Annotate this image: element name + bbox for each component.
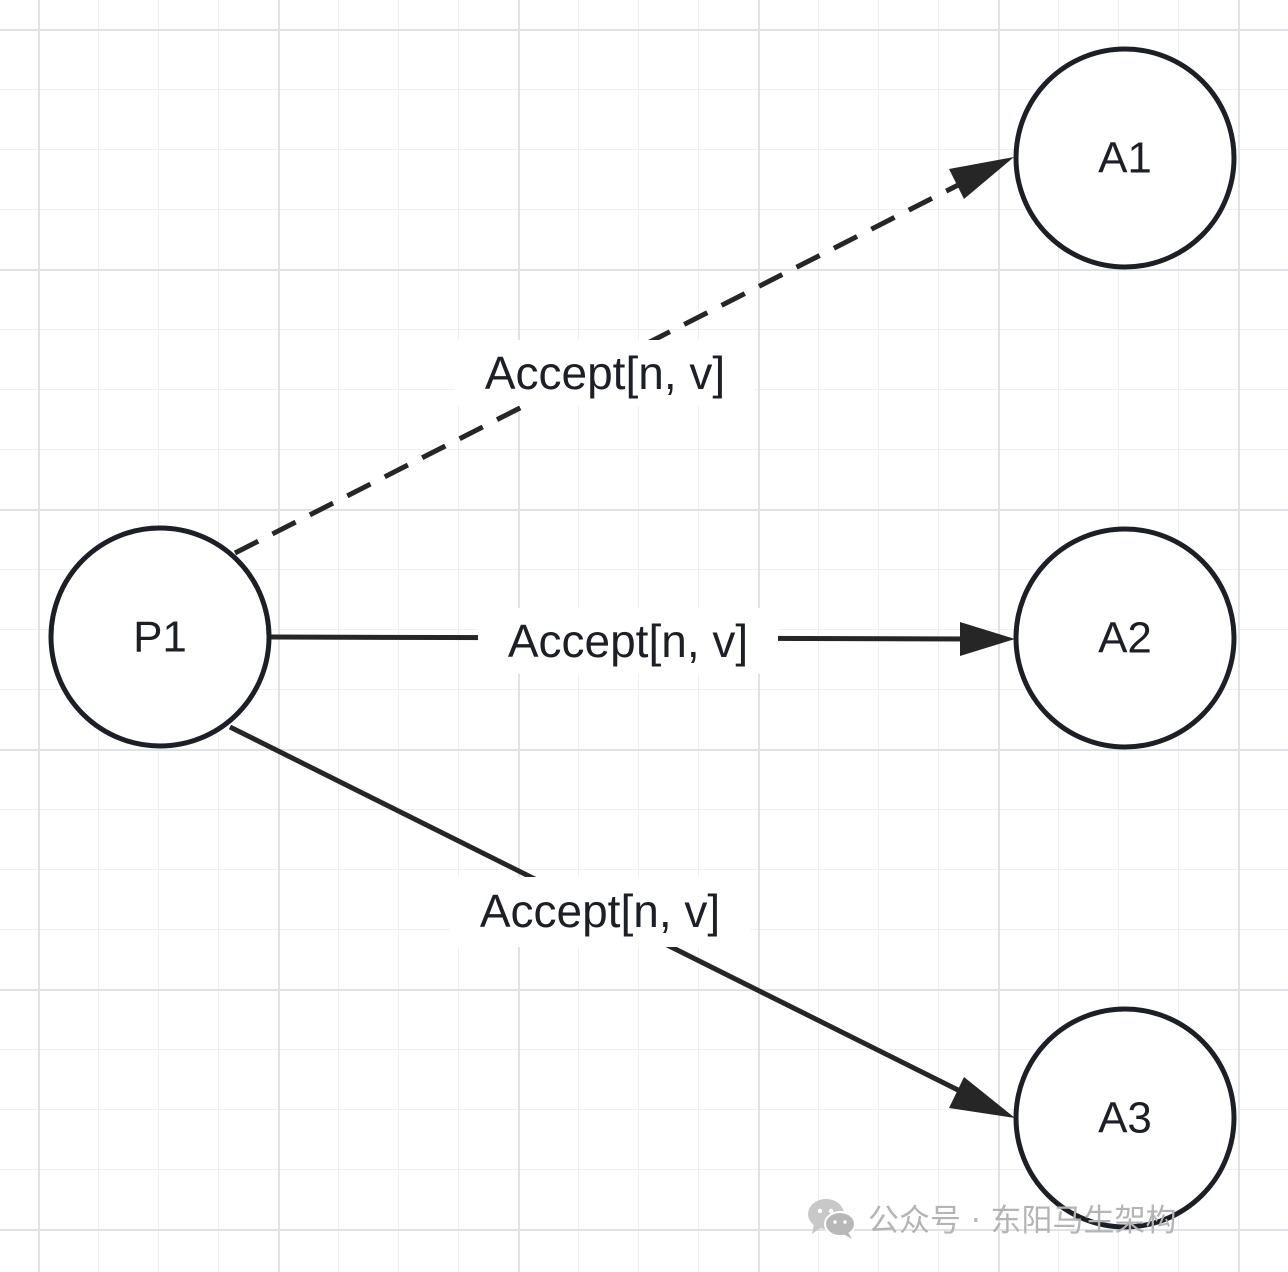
node-a1[interactable]: A1 [1013, 46, 1237, 270]
edge-p1-a1 [233, 157, 1014, 556]
node-p1[interactable]: P1 [48, 525, 272, 749]
svg-text:Accept[n, v]: Accept[n, v] [485, 347, 725, 399]
node-label-a2: A2 [1098, 614, 1152, 663]
node-label-a1: A1 [1098, 134, 1152, 183]
edge-line-p1-a1 [233, 177, 970, 556]
edge-label-p1-a1: Accept[n, v] [455, 340, 755, 406]
arrowhead-a2 [960, 622, 1015, 656]
node-a3[interactable]: A3 [1013, 1006, 1237, 1230]
arrowhead-a1 [949, 157, 1014, 199]
svg-text:Accept[n, v]: Accept[n, v] [508, 615, 748, 667]
node-label-p1: P1 [133, 613, 187, 662]
wechat-icon [808, 1198, 856, 1239]
watermark-text: 公众号 · 东阳马生架构 [868, 1203, 1177, 1239]
edge-label-p1-a3: Accept[n, v] [450, 877, 750, 947]
svg-text:Accept[n, v]: Accept[n, v] [480, 885, 720, 937]
node-label-a3: A3 [1098, 1094, 1152, 1143]
node-a2[interactable]: A2 [1013, 526, 1237, 750]
arrowhead-a3 [949, 1077, 1015, 1118]
watermark: 公众号 · 东阳马生架构 [806, 1195, 1177, 1240]
edge-label-p1-a2: Accept[n, v] [478, 608, 778, 674]
